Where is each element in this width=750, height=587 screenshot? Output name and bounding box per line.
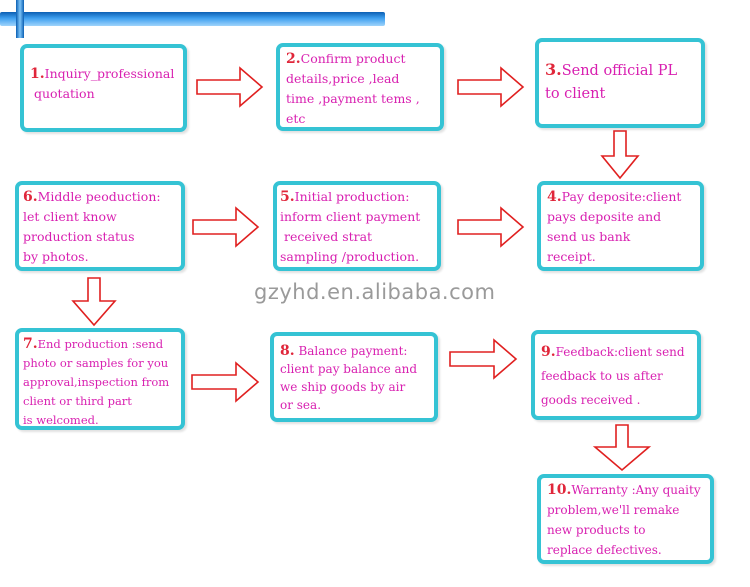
step-box-5: 5.Initial production: inform client paym… [273,181,441,271]
step-text: End production :send photo or samples fo… [23,337,170,427]
arrow-2-to-3 [457,66,525,108]
step-number: 2. [286,51,301,67]
arrow-1-to-2 [196,66,264,108]
arrow-9-to-10 [592,424,652,472]
step-text: Send official PL to client [545,63,678,102]
step-text: Balance payment: client pay balance and … [280,344,418,412]
arrow-8-to-9 [449,338,518,380]
step-text: Initial production: inform client paymen… [280,189,421,264]
step-box-8: 8. Balance payment: client pay balance a… [270,332,438,422]
arrow-6-to-5 [192,206,260,248]
step-box-2: 2.Confirm product details,price ,lead ti… [276,43,444,131]
step-number: 9. [541,344,556,360]
step-number: 6. [23,189,38,205]
step-box-6: 6.Middle peoduction: let client know pro… [15,181,185,271]
top-bar-cross-icon [16,0,24,38]
arrow-3-to-4 [600,130,640,180]
arrow-6-to-7 [71,277,117,327]
top-decorative-bar [0,12,385,26]
step-box-9: 9.Feedback:client send feedback to us af… [531,330,701,420]
step-number: 1. [30,66,45,82]
step-box-4: 4.Pay deposite:client pays deposite and … [537,181,704,271]
step-text: Confirm product details,price ,lead time… [286,51,420,126]
step-number: 3. [545,60,562,79]
step-text: Feedback:client send feedback to us afte… [541,345,685,407]
step-number: 8. [280,343,295,359]
step-text: Middle peoduction: let client know produ… [23,189,161,264]
step-box-10: 10.Warranty :Any quaity problem,we'll re… [537,474,714,564]
step-number: 5. [280,189,295,205]
watermark-text: gzyhd.en.alibaba.com [254,280,496,304]
arrow-5-to-4 [457,206,525,248]
step-text: Pay deposite:client pays deposite and se… [547,189,682,264]
step-text: Warranty :Any quaity problem,we'll remak… [547,483,701,557]
step-box-1: 1.Inquiry_professional quotation [20,44,187,132]
step-box-3: 3.Send official PL to client [535,38,705,128]
step-number: 10. [547,482,572,498]
step-box-7: 7.End production :send photo or samples … [15,328,185,430]
step-number: 7. [23,336,38,352]
arrow-7-to-8 [191,361,260,403]
step-number: 4. [547,189,562,205]
step-text: Inquiry_professional quotation [33,66,175,101]
